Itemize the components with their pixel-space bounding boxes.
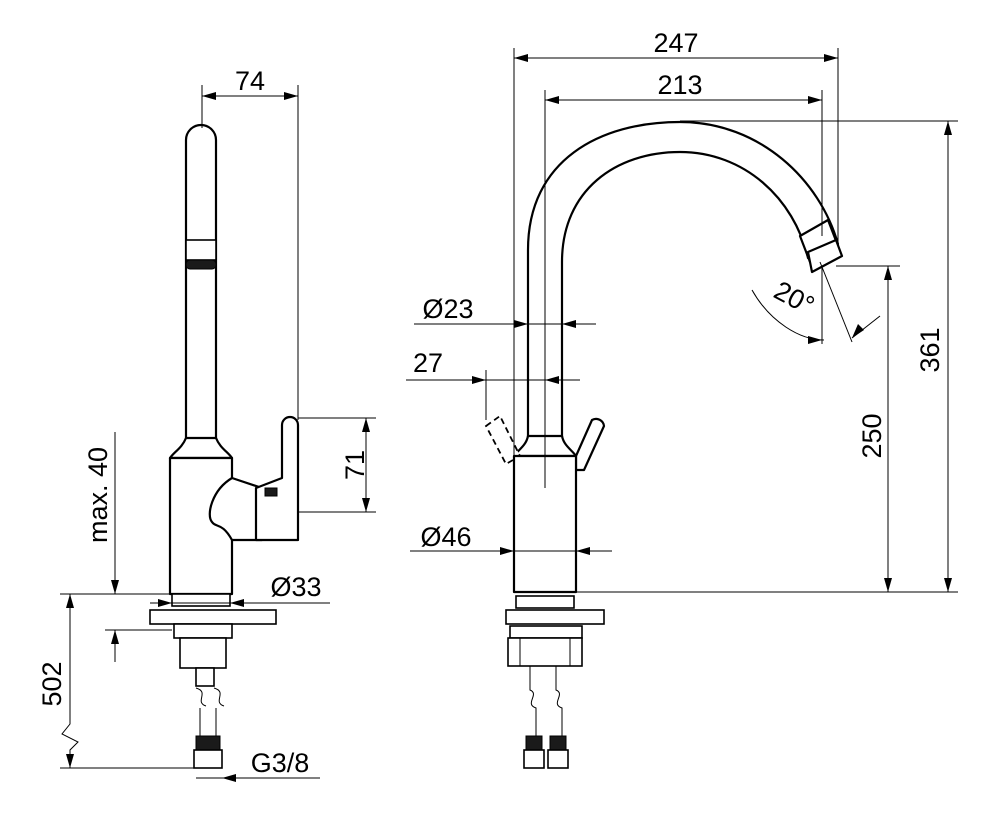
dim-hose-length: 502 <box>37 661 67 706</box>
front-mount-nut <box>509 625 583 639</box>
side-lever-curve <box>208 476 264 542</box>
side-lever-handle <box>254 415 300 542</box>
front-base-ring <box>515 595 575 609</box>
dim-side-width: 74 <box>235 66 265 96</box>
dim-base-diameter: Ø33 <box>270 572 321 602</box>
dim-max-thickness: max. 40 <box>83 447 113 543</box>
side-hose-break <box>195 687 225 707</box>
side-neck <box>168 436 234 460</box>
side-aerator-ring <box>185 239 217 261</box>
dim-body-diameter: Ø46 <box>420 522 471 552</box>
dim-thread: G3/8 <box>251 748 310 778</box>
side-base-plate <box>149 609 277 625</box>
front-lever <box>574 417 606 472</box>
dim-outlet-height: 250 <box>857 413 887 458</box>
dim-lever-offset: 27 <box>413 348 443 378</box>
dim-lever-height: 71 <box>340 450 370 480</box>
side-aerator-band <box>185 259 217 270</box>
side-mount-nut <box>173 623 233 639</box>
front-hose-fitting-left <box>525 735 543 751</box>
front-hose-fitting-right <box>549 735 567 751</box>
dim-total-reach: 247 <box>653 28 698 58</box>
side-hose-nut <box>193 749 223 769</box>
front-view: 247 213 20° Ø23 27 Ø46 <box>406 28 958 769</box>
side-hose-fitting <box>195 735 221 751</box>
front-mount-bracket <box>507 637 583 667</box>
front-aerator <box>806 238 844 274</box>
dim-spout-reach: 213 <box>657 70 702 100</box>
side-hose-top <box>195 667 215 687</box>
side-view: 74 71 max. 40 Ø33 502 G3/8 <box>37 66 376 782</box>
front-body <box>512 454 578 594</box>
side-spout-tube <box>184 123 218 442</box>
side-base-ring <box>171 593 231 607</box>
front-hose-nut-right <box>547 749 569 769</box>
dim-swivel-angle: 20° <box>769 275 819 321</box>
side-lever-cap <box>264 487 278 497</box>
dim-spout-diameter: Ø23 <box>422 294 473 324</box>
front-hose-nut-left <box>523 749 545 769</box>
side-mount-stud <box>179 637 227 669</box>
dim-total-height: 361 <box>915 327 945 372</box>
front-base-plate <box>505 609 605 625</box>
